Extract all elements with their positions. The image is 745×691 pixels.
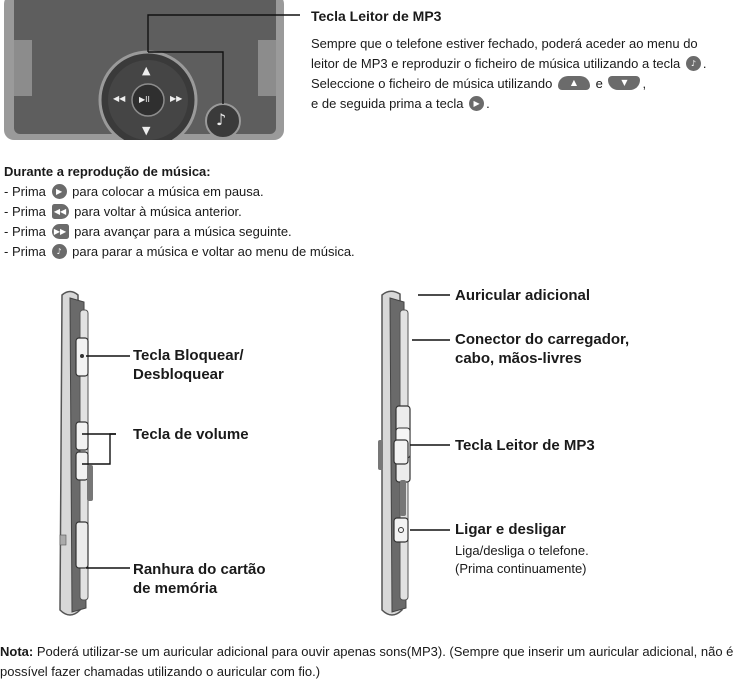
playback-item-text: para parar a música e voltar ao menu de … [72, 244, 355, 259]
phone-right-side-illustration [378, 290, 411, 616]
label-volume-key: Tecla de volume [133, 426, 249, 443]
nav-down-icon: ▼ [142, 124, 151, 137]
note-text: Poderá utilizar-se um auricular adiciona… [0, 644, 734, 679]
label-headset: Auricular adicional [455, 287, 591, 304]
playback-item-stop: - Prima ♪ para parar a música e voltar a… [4, 242, 644, 262]
playback-item-prefix: - Prima [4, 224, 46, 239]
mp3-section-paragraph: Sempre que o telefone estiver fechado, p… [311, 34, 721, 114]
playback-item-previous: - Prima ◀◀ para voltar à música anterior… [4, 202, 644, 222]
playback-item-prefix: - Prima [4, 184, 46, 199]
mp3-key-inline-icon: ♪ [685, 56, 701, 71]
playback-item-text: para voltar à música anterior. [74, 204, 242, 219]
playback-item-pause: - Prima ▶ para colocar a música em pausa… [4, 182, 644, 202]
playback-item-prefix: - Prima [4, 204, 46, 219]
nav-up-icon: ▲ [142, 64, 151, 77]
mp3-key-icon: ♪ [216, 110, 227, 129]
mp3-paragraph-1-text: Sempre que o telefone estiver fechado, p… [311, 36, 698, 71]
right-leader-lines [410, 294, 450, 531]
phone-front-illustration [4, 0, 284, 140]
playpause-inline-icon: ▶ [469, 96, 485, 111]
label-lock-key: Tecla Bloquear/ Desbloquear [133, 347, 244, 383]
label-mp3-key: Tecla Leitor de MP3 [455, 437, 595, 454]
mp3-paragraph-2-then: e de seguida prima a tecla [311, 96, 464, 111]
down-key-inline-icon: ▼ [608, 76, 641, 90]
playback-list: - Prima ▶ para colocar a música em pausa… [4, 182, 644, 262]
playback-item-prefix: - Prima [4, 244, 46, 259]
note-label: Nota: [0, 644, 34, 659]
playback-item-text: para avançar para a música seguinte. [74, 224, 292, 239]
mp3-stop-key-icon: ♪ [51, 244, 67, 259]
playpause-key-icon: ▶ [51, 184, 67, 199]
playback-item-text: para colocar a música em pausa. [72, 184, 264, 199]
mp3-paragraph-1-end: . [702, 56, 707, 71]
playback-heading: Durante a reprodução de música: [4, 164, 211, 179]
mp3-paragraph-2-end: . [486, 96, 490, 111]
left-leader-lines [82, 355, 130, 569]
playback-item-next: - Prima ▶▶ para avançar para a música se… [4, 222, 644, 242]
mp3-paragraph-2-text: Seleccione o ficheiro de música utilizan… [311, 76, 553, 91]
label-power-description: Liga/desliga o telefone. (Prima continua… [455, 543, 589, 576]
note-paragraph: Nota: Poderá utilizar-se um auricular ad… [0, 642, 740, 682]
nav-playpause-icon: ▶II [139, 95, 150, 104]
next-key-icon: ▶▶ [51, 224, 69, 239]
label-memory-slot: Ranhura do cartão de memória [133, 561, 266, 597]
mp3-leader-lines [147, 14, 300, 104]
nav-prev-icon: ◀◀ [113, 94, 126, 103]
phone-left-side-illustration [59, 290, 93, 616]
previous-key-icon: ◀◀ [51, 204, 69, 219]
mp3-section-title: Tecla Leitor de MP3 [311, 8, 442, 24]
label-power-title: Ligar e desligar [455, 521, 566, 538]
mp3-paragraph-2-comma: , [642, 76, 647, 91]
mp3-paragraph-2-and: e [595, 76, 603, 91]
up-key-inline-icon: ▲ [557, 76, 590, 90]
label-charger-connector: Conector do carregador, cabo, mãos-livre… [455, 331, 630, 367]
nav-next-icon: ▶▶ [170, 94, 183, 103]
